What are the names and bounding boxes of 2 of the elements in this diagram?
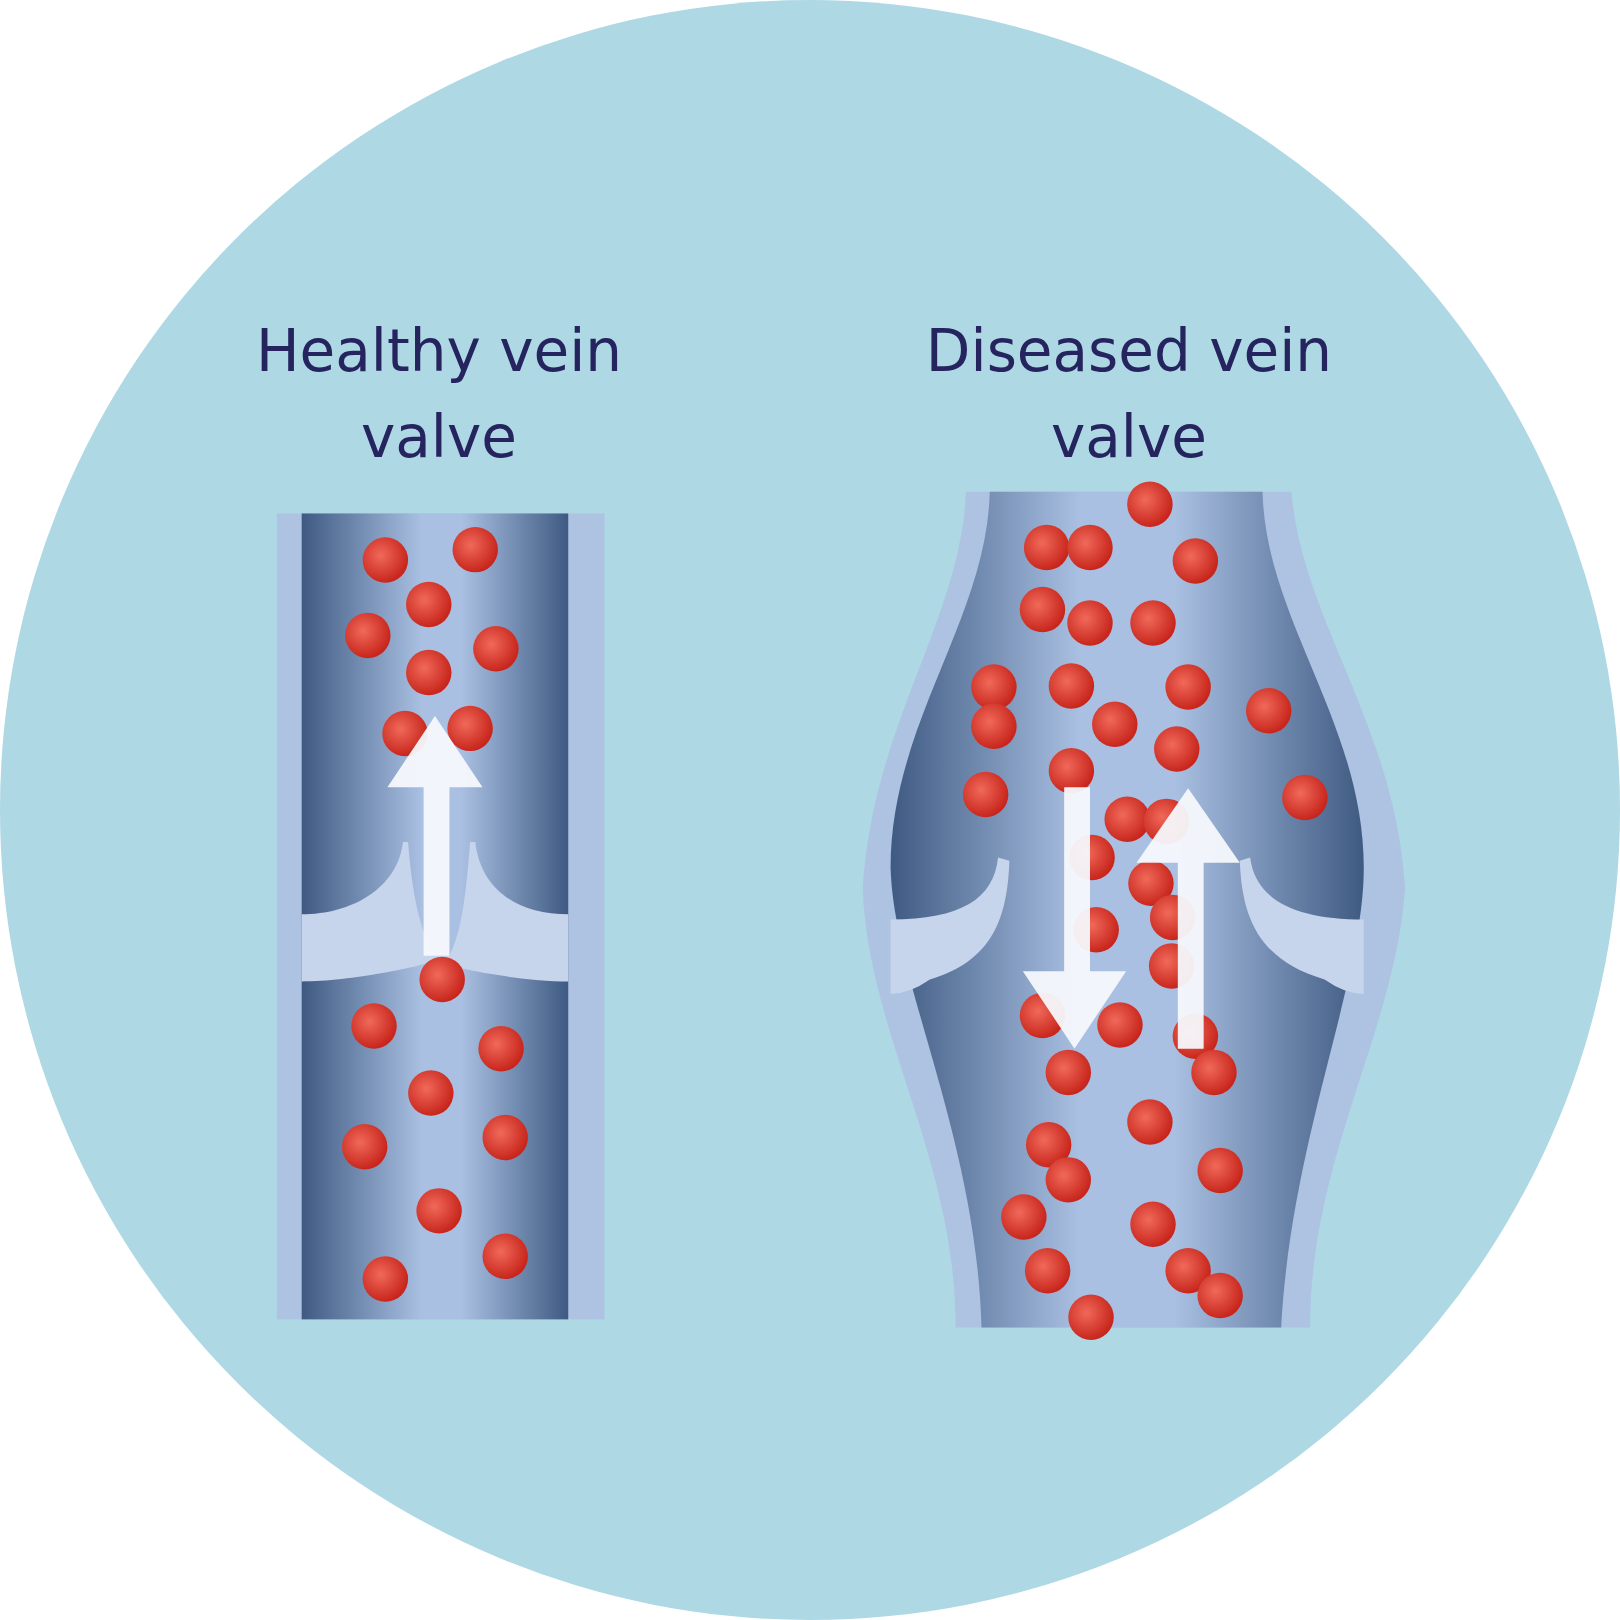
panel-heading: Diseased vein valve — [924, 316, 1334, 473]
panel-heading: Healthy vein valve — [254, 316, 624, 473]
